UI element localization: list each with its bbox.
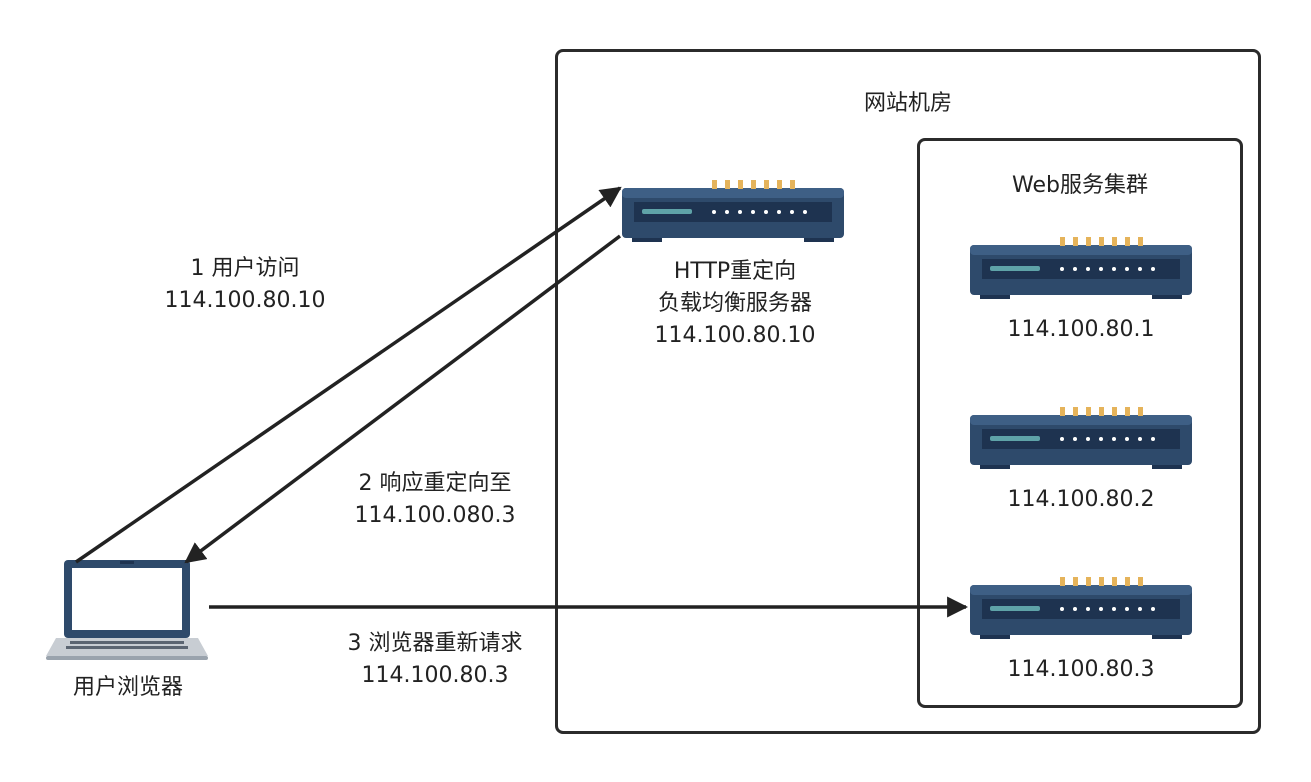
datacenter-title: 网站机房 [863,91,952,116]
step-2-text: 2 响应重定向至 [358,471,512,496]
cluster-title: Web服务集群 [1012,173,1148,198]
laptop-icon [46,560,208,660]
web-server-1-icon [970,237,1192,299]
web-server-3-icon [970,577,1192,639]
step-2-label: 2 响应重定向至 114.100.080.3 [330,468,540,532]
web-server-2-ip: 114.100.80.2 [1007,487,1155,512]
load-balancer-line2: 负载均衡服务器 [657,291,812,316]
step-3-text: 3 浏览器重新请求 [347,631,523,656]
web-server-1-ip: 114.100.80.1 [1007,317,1155,342]
datacenter-box [555,49,1261,734]
arrow-request-to-balancer [75,186,622,564]
step-3-ip: 114.100.80.3 [361,663,509,688]
load-balancer-line1: HTTP重定向 [673,259,797,284]
step-3-label: 3 浏览器重新请求 114.100.80.3 [320,628,550,692]
load-balancer-label: HTTP重定向 负载均衡服务器 114.100.80.10 [622,256,848,352]
step-1-ip: 114.100.80.10 [164,288,326,313]
step-1-label: 1 用户访问 114.100.80.10 [140,253,350,317]
load-balancer-ip: 114.100.80.10 [654,323,816,348]
client-label: 用户浏览器 [72,675,183,700]
web-server-3-ip: 114.100.80.3 [1007,657,1155,682]
arrow-redirect-response [184,234,622,564]
step-2-ip: 114.100.080.3 [354,503,516,528]
step-1-text: 1 用户访问 [190,256,300,281]
cluster-box [917,138,1243,708]
web-server-2-icon [970,407,1192,469]
load-balancer-device-icon [622,180,844,242]
